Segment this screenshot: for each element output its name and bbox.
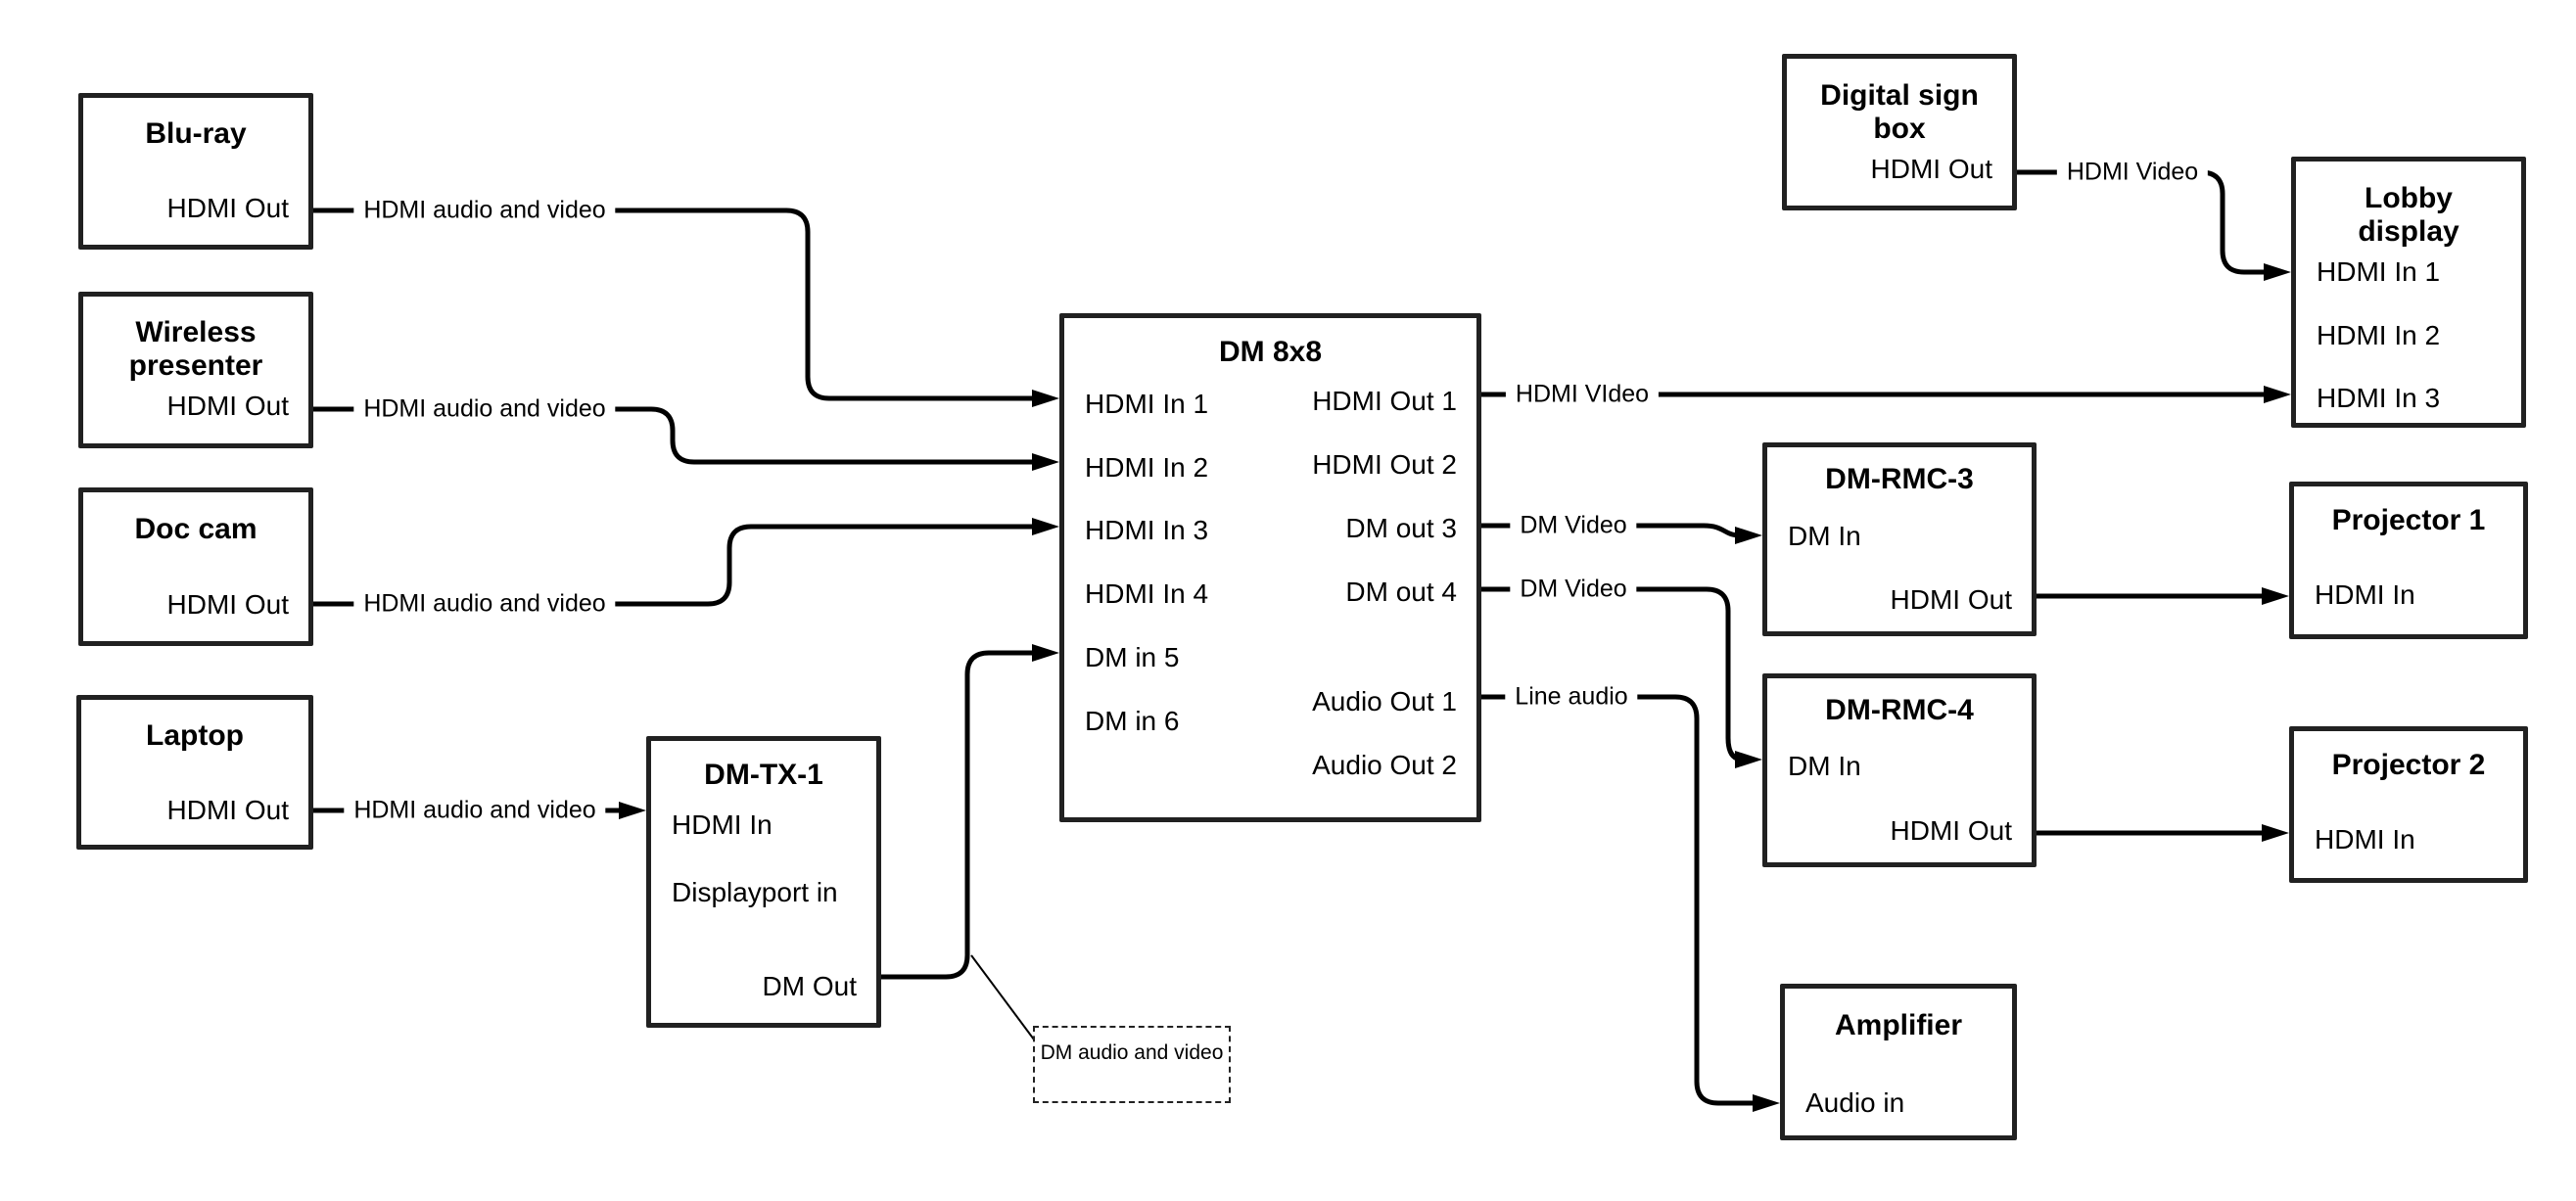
port-hdmi-in-3: HDMI In 3 [2317, 383, 2441, 413]
edge-dm8x8-out4-to-rmc4 [1481, 586, 1744, 762]
edge-dmtx1-to-dm8x8-in5 [881, 650, 1038, 980]
edge-label: HDMI audio and video [353, 393, 616, 425]
edge-label: DM Video [1510, 574, 1637, 605]
arrowhead-icon [1032, 644, 1059, 662]
node-wireless-presenter: Wireless presenter HDMI Out [78, 292, 313, 448]
arrowhead-icon [2264, 386, 2291, 403]
port-hdmi-out-2: HDMI Out 2 [1312, 449, 1457, 480]
node-title: Laptop [146, 719, 244, 752]
arrowhead-icon [1753, 1094, 1780, 1112]
edge-label: HDMI audio and video [353, 588, 616, 620]
port-dm-out-3: DM out 3 [1345, 513, 1457, 543]
port-hdmi-in-4: HDMI In 4 [1085, 578, 1209, 609]
edge-label: HDMI audio and video [353, 195, 616, 226]
port-audio-in: Audio in [1805, 1087, 1905, 1118]
port-dm-in-6: DM in 6 [1085, 706, 1180, 736]
node-title: Blu-ray [145, 117, 247, 150]
note-text: DM audio and video [1040, 1041, 1224, 1064]
port-hdmi-out: HDMI Out [166, 391, 289, 421]
node-title: Projector 1 [2331, 504, 2486, 536]
port-dm-out-4: DM out 4 [1345, 577, 1457, 607]
edge-bluray-to-dm8x8-in1 [313, 208, 1038, 401]
note-dm-audio-and-video: DM audio and video [1033, 1026, 1231, 1103]
port-hdmi-in: HDMI In [2315, 579, 2415, 610]
port-hdmi-in-3: HDMI In 3 [1085, 515, 1209, 545]
node-laptop: Laptop HDMI Out [76, 695, 313, 850]
edge-doccam-to-dm8x8-in3 [313, 524, 1038, 607]
arrowhead-icon [2262, 824, 2289, 842]
node-title: Doc cam [134, 513, 258, 545]
port-hdmi-out: HDMI Out [1890, 815, 2012, 846]
note-leader-line [970, 954, 1035, 1040]
node-digital-sign-box: Digital sign box HDMI Out [1782, 54, 2017, 210]
port-dm-in: DM In [1788, 751, 1861, 781]
node-doc-cam: Doc cam HDMI Out [78, 487, 313, 646]
node-projector-2: Projector 2 HDMI In [2289, 726, 2528, 883]
port-hdmi-in-2: HDMI In 2 [1085, 452, 1209, 483]
arrowhead-icon [2262, 587, 2289, 605]
port-audio-out-2: Audio Out 2 [1312, 750, 1457, 780]
node-amplifier: Amplifier Audio in [1780, 984, 2017, 1140]
node-title: Wireless presenter [128, 316, 263, 382]
node-blu-ray: Blu-ray HDMI Out [78, 93, 313, 250]
edge-label: HDMI audio and video [344, 795, 606, 826]
port-hdmi-out: HDMI Out [166, 589, 289, 620]
edge-label: HDMI Video [2056, 157, 2209, 188]
arrowhead-icon [1032, 453, 1059, 471]
port-dm-out: DM Out [762, 971, 857, 1001]
port-hdmi-out: HDMI Out [1870, 154, 1992, 184]
arrowhead-icon [619, 802, 646, 819]
arrowheads [619, 263, 2291, 1112]
edge-dm8x8-audio1-to-amp [1481, 694, 1758, 1106]
node-title: DM-RMC-3 [1825, 463, 1974, 495]
edge-wireless-to-dm8x8-in2 [313, 406, 1038, 465]
port-hdmi-in-2: HDMI In 2 [2317, 320, 2441, 350]
edge-label: DM Video [1510, 510, 1637, 541]
port-hdmi-out: HDMI Out [166, 795, 289, 825]
arrowhead-icon [1735, 751, 1762, 768]
port-hdmi-in-1: HDMI In 1 [2317, 256, 2441, 287]
node-title: Digital sign box [1820, 79, 1979, 145]
arrowhead-icon [1032, 518, 1059, 535]
port-dm-in: DM In [1788, 521, 1861, 551]
arrowhead-icon [1032, 390, 1059, 407]
node-dm-tx-1: DM-TX-1 HDMI In Displayport in DM Out [646, 736, 881, 1028]
node-title: DM-RMC-4 [1825, 694, 1974, 726]
node-title: DM 8x8 [1218, 336, 1323, 368]
node-dm-8x8: DM 8x8 HDMI In 1 HDMI In 2 HDMI In 3 HDM… [1059, 313, 1481, 822]
port-audio-out-1: Audio Out 1 [1312, 686, 1457, 716]
node-projector-1: Projector 1 HDMI In [2289, 482, 2528, 639]
edge-label: HDMI VIdeo [1505, 379, 1660, 410]
node-title: Amplifier [1834, 1009, 1963, 1041]
node-title: DM-TX-1 [704, 759, 823, 791]
node-title: Lobby display [2358, 182, 2459, 248]
node-title: Projector 2 [2331, 749, 2486, 781]
port-hdmi-in: HDMI In [2315, 824, 2415, 855]
arrowhead-icon [2264, 263, 2291, 281]
edge-label: Line audio [1505, 681, 1638, 713]
port-hdmi-in-1: HDMI In 1 [1085, 389, 1209, 419]
port-dm-in-5: DM in 5 [1085, 642, 1180, 672]
port-hdmi-out: HDMI Out [1890, 584, 2012, 615]
port-displayport-in: Displayport in [672, 877, 838, 907]
node-dm-rmc-4: DM-RMC-4 DM In HDMI Out [1762, 673, 2037, 867]
port-hdmi-in: HDMI In [672, 809, 773, 840]
arrowhead-icon [1735, 527, 1762, 544]
node-dm-rmc-3: DM-RMC-3 DM In HDMI Out [1762, 442, 2037, 636]
port-hdmi-out-1: HDMI Out 1 [1312, 386, 1457, 416]
node-lobby-display: Lobby display HDMI In 1 HDMI In 2 HDMI I… [2291, 157, 2526, 428]
edge-digisign-to-lobby-in1 [2017, 169, 2270, 275]
port-hdmi-out: HDMI Out [166, 193, 289, 223]
